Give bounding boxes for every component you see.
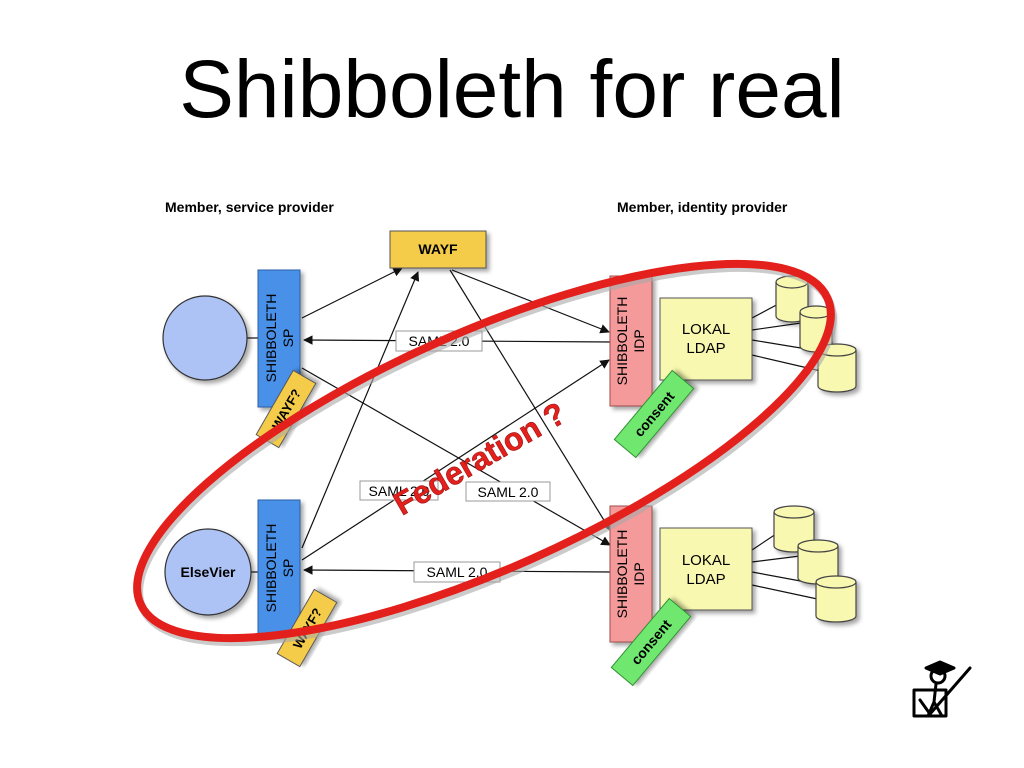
sp-top-line2: SP xyxy=(280,329,296,348)
sp-top-line1: SHIBBOLETH xyxy=(263,294,279,383)
client-circle-elsevier xyxy=(164,528,252,616)
sp-bottom-box xyxy=(257,499,301,638)
idp-top-ldap xyxy=(659,297,753,381)
saml-label-middle-left-text: SAML 2.0 xyxy=(369,483,430,499)
line-ldap-bottom-db4 xyxy=(751,584,823,601)
client-elsevier-label: ElseVier xyxy=(180,564,236,580)
graduate-checkmark-logo-icon xyxy=(912,660,972,718)
idp-side-label: Member, identity provider xyxy=(617,199,788,215)
sp-bottom-line2: SP xyxy=(280,559,296,578)
idp-bottom-box xyxy=(609,505,653,643)
sp-bottom-line1: SHIBBOLETH xyxy=(263,524,279,613)
idp-top-line1: SHIBBOLETH xyxy=(614,297,630,386)
arrow-wayf-to-idp-bottom xyxy=(449,269,611,531)
arrow-sp-bottom-to-idp-top xyxy=(301,359,610,561)
idp-bottom-ldap-line1: LOKAL xyxy=(682,552,730,569)
arrow-sp-top-to-idp-bottom xyxy=(301,367,611,546)
idp-top-ldap-line1: LOKAL xyxy=(682,321,730,338)
database-icon xyxy=(815,575,857,623)
wayf-box-label: WAYF xyxy=(418,241,458,257)
idp-bottom-line1: SHIBBOLETH xyxy=(614,530,630,619)
database-cylinders-bottom xyxy=(773,505,857,623)
saml-label-middle-right-text: SAML 2.0 xyxy=(478,484,539,500)
idp-bottom-line2: IDP xyxy=(631,562,647,585)
federation-label: Federation ? xyxy=(387,395,571,522)
idp-bottom-ldap-line2: LDAP xyxy=(686,571,725,588)
client-circle-top xyxy=(162,295,248,381)
idp-top-ldap-line2: LDAP xyxy=(686,340,725,357)
database-cylinders-top xyxy=(775,275,857,393)
saml-label-middle-left: SAML 2.0 xyxy=(359,480,439,501)
arrow-sp-bottom-to-wayf xyxy=(301,271,420,549)
line-ldap-top-db2 xyxy=(751,321,809,331)
wayf-box xyxy=(389,230,487,269)
arrow-sp-top-to-wayf xyxy=(301,267,403,319)
idp-top-line2: IDP xyxy=(631,329,647,352)
federation-ellipse-red xyxy=(133,259,835,643)
saml-label-middle-right: SAML 2.0 xyxy=(465,481,551,502)
arrow-wayf-to-idp-top xyxy=(451,269,610,334)
idp-bottom-ldap xyxy=(659,527,753,611)
saml-label-bottom-text: SAML 2.0 xyxy=(427,564,488,580)
idp-top-box xyxy=(609,275,653,407)
database-icon xyxy=(797,539,839,585)
sp-side-label: Member, service provider xyxy=(165,199,334,215)
database-icon xyxy=(773,505,815,553)
slide-title: Shibboleth for real xyxy=(179,44,845,135)
